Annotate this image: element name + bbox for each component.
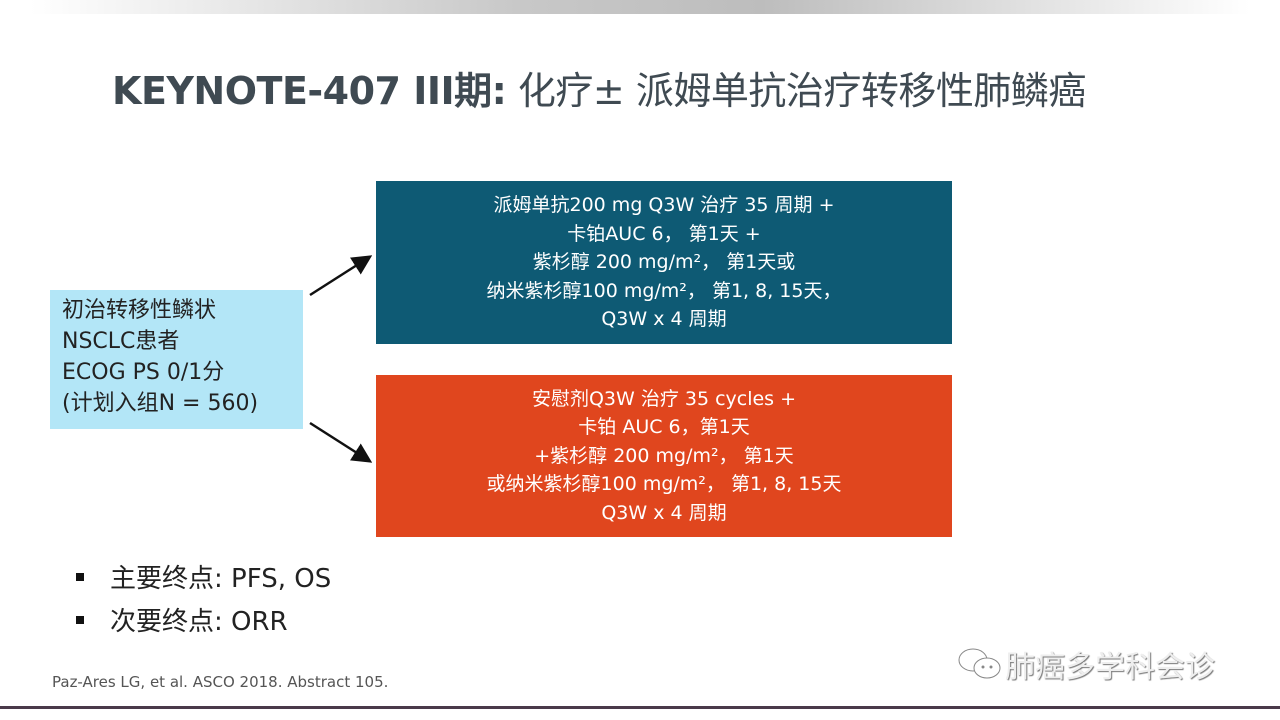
arm-line: Q3W x 4 周期 bbox=[601, 308, 727, 331]
arm-line: 或纳米紫杉醇100 mg/m²， 第1, 8, 15天 bbox=[486, 473, 842, 496]
arm-line: +紫杉醇 200 mg/m²， 第1天 bbox=[534, 444, 794, 467]
endpoint-text: 主要终点: PFS, OS bbox=[110, 564, 332, 594]
endpoint-text: 次要终点: ORR bbox=[110, 607, 288, 637]
reference-citation: Paz-Ares LG, et al. ASCO 2018. Abstract … bbox=[52, 673, 389, 691]
watermark-text: 肺癌多学科会诊 bbox=[1005, 650, 1215, 685]
patient-line: ECOG PS 0/1分 bbox=[62, 360, 225, 385]
pembrolizumab-arm-box: 派姆单抗200 mg Q3W 治疗 35 周期 + 卡铂AUC 6， 第1天 +… bbox=[376, 181, 952, 344]
top-gradient-bar bbox=[30, 0, 1250, 14]
placebo-arm-box: 安慰剂Q3W 治疗 35 cycles + 卡铂 AUC 6，第1天 +紫杉醇 … bbox=[376, 375, 952, 537]
arm-line: 卡铂AUC 6， 第1天 + bbox=[567, 222, 761, 245]
primary-endpoint-bullet: 主要终点: PFS, OS bbox=[76, 558, 331, 595]
arrow-to-placebo bbox=[309, 421, 373, 463]
bullet-icon bbox=[76, 615, 84, 624]
watermark: 肺癌多学科会诊 bbox=[955, 642, 1215, 686]
arm-line: 卡铂 AUC 6，第1天 bbox=[578, 416, 750, 439]
arm-line: Q3W x 4 周期 bbox=[601, 501, 727, 524]
bullet-icon bbox=[76, 572, 84, 581]
patient-line: NSCLC患者 bbox=[62, 329, 180, 354]
arm-line: 安慰剂Q3W 治疗 35 cycles + bbox=[531, 387, 797, 410]
patient-line: 初治转移性鳞状 bbox=[62, 298, 217, 323]
title-cn: 化疗± 派姆单抗治疗转移性肺鳞癌 bbox=[506, 69, 1086, 113]
bottom-divider bbox=[0, 706, 1280, 709]
slide-title: KEYNOTE-407 III期: 化疗± 派姆单抗治疗转移性肺鳞癌 bbox=[112, 60, 1086, 115]
patient-population-box: 初治转移性鳞状 NSCLC患者 ECOG PS 0/1分 (计划入组N = 56… bbox=[50, 290, 303, 429]
patient-line: (计划入组N = 560) bbox=[62, 391, 259, 416]
secondary-endpoint-bullet: 次要终点: ORR bbox=[76, 601, 288, 638]
arrow-to-pembro bbox=[309, 255, 373, 297]
arm-line: 紫杉醇 200 mg/m²， 第1天或 bbox=[532, 251, 796, 274]
arm-line: 派姆单抗200 mg Q3W 治疗 35 周期 + bbox=[493, 194, 835, 217]
wechat-icon bbox=[958, 648, 1001, 679]
arm-line: 纳米紫杉醇100 mg/m²， 第1, 8, 15天， bbox=[486, 279, 842, 302]
title-en: KEYNOTE-407 III期: bbox=[112, 69, 507, 113]
